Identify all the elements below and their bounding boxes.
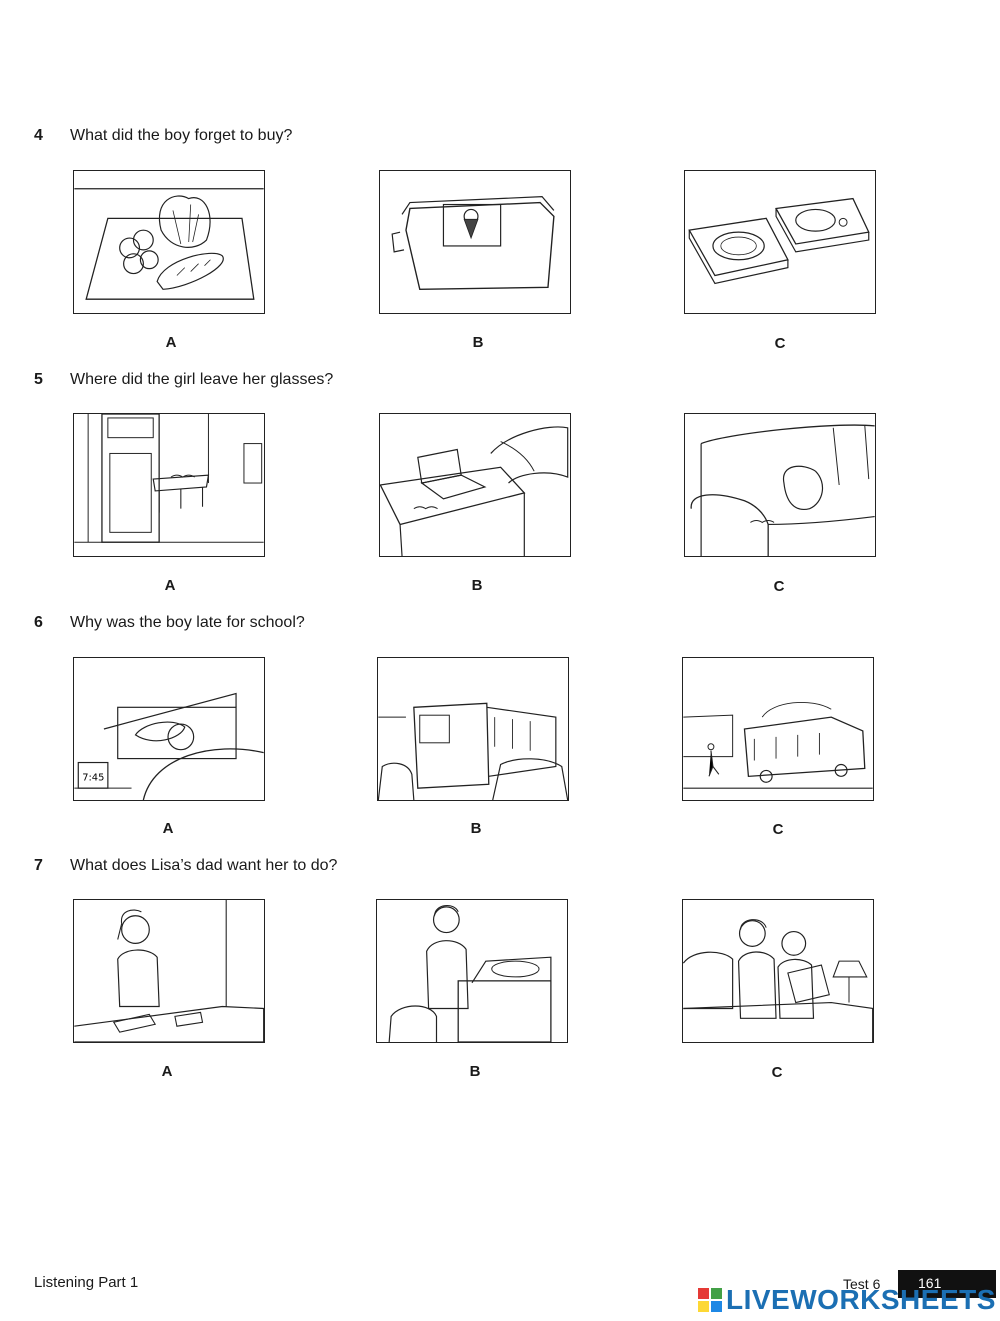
liveworksheets-watermark[interactable]: LIVEWORKSHEETS: [698, 1284, 996, 1316]
question-7-number: 7: [34, 857, 43, 874]
question-6-text: Why was the boy late for school?: [70, 614, 305, 631]
q5-option-a-label: A: [164, 577, 176, 594]
q7-option-c-label: C: [771, 1064, 783, 1081]
q4-picture-b-ice-cream-tub[interactable]: [379, 170, 571, 314]
q5-picture-c-sofa-glasses[interactable]: [684, 413, 876, 557]
q6-picture-c-bus-stop[interactable]: [682, 657, 874, 801]
q7-picture-a-making-sandwiches[interactable]: [73, 899, 265, 1043]
question-6-number: 6: [34, 614, 43, 631]
q6-option-a-label: A: [162, 820, 174, 837]
q7-picture-b-washing-machine[interactable]: [376, 899, 568, 1043]
q4-picture-c-pizza-boxes[interactable]: [684, 170, 876, 314]
q4-option-b-label: B: [472, 334, 484, 351]
logo-block-red: [698, 1288, 709, 1299]
q6-picture-b-traffic-bus[interactable]: [377, 657, 569, 801]
q5-picture-a-hall-table[interactable]: [73, 413, 265, 557]
question-4-text: What did the boy forget to buy?: [70, 127, 293, 144]
question-7-text: What does Lisa’s dad want her to do?: [70, 857, 338, 874]
footer-section-label: Listening Part 1: [34, 1274, 139, 1291]
question-5-number: 5: [34, 371, 43, 388]
q7-option-b-label: B: [469, 1063, 481, 1080]
q6-picture-a-boy-sleeping[interactable]: 7:45: [73, 657, 265, 801]
liveworksheets-logo-icon: [698, 1288, 722, 1312]
logo-block-blue: [711, 1301, 722, 1312]
q4-option-a-label: A: [165, 334, 177, 351]
q7-picture-c-reading-to-brother[interactable]: [682, 899, 874, 1043]
q5-option-b-label: B: [471, 577, 483, 594]
q6-option-b-label: B: [470, 820, 482, 837]
logo-block-green: [711, 1288, 722, 1299]
q6-option-c-label: C: [772, 821, 784, 838]
page-number-box: 161: [898, 1270, 996, 1298]
question-4-number: 4: [34, 127, 43, 144]
watermark-text: LIVEWORKSHEETS: [726, 1284, 996, 1315]
footer-test-label: Test 6: [843, 1276, 881, 1292]
page-number: 161: [918, 1275, 942, 1291]
question-5-text: Where did the girl leave her glasses?: [70, 371, 334, 388]
clock-time-text: 7:45: [82, 772, 104, 783]
q7-option-a-label: A: [161, 1063, 173, 1080]
q5-picture-b-desk-laptop[interactable]: [379, 413, 571, 557]
logo-block-yellow: [698, 1301, 709, 1312]
q5-option-c-label: C: [773, 578, 785, 595]
q4-picture-a-vegetables-bread[interactable]: [73, 170, 265, 314]
q4-option-c-label: C: [774, 335, 786, 352]
